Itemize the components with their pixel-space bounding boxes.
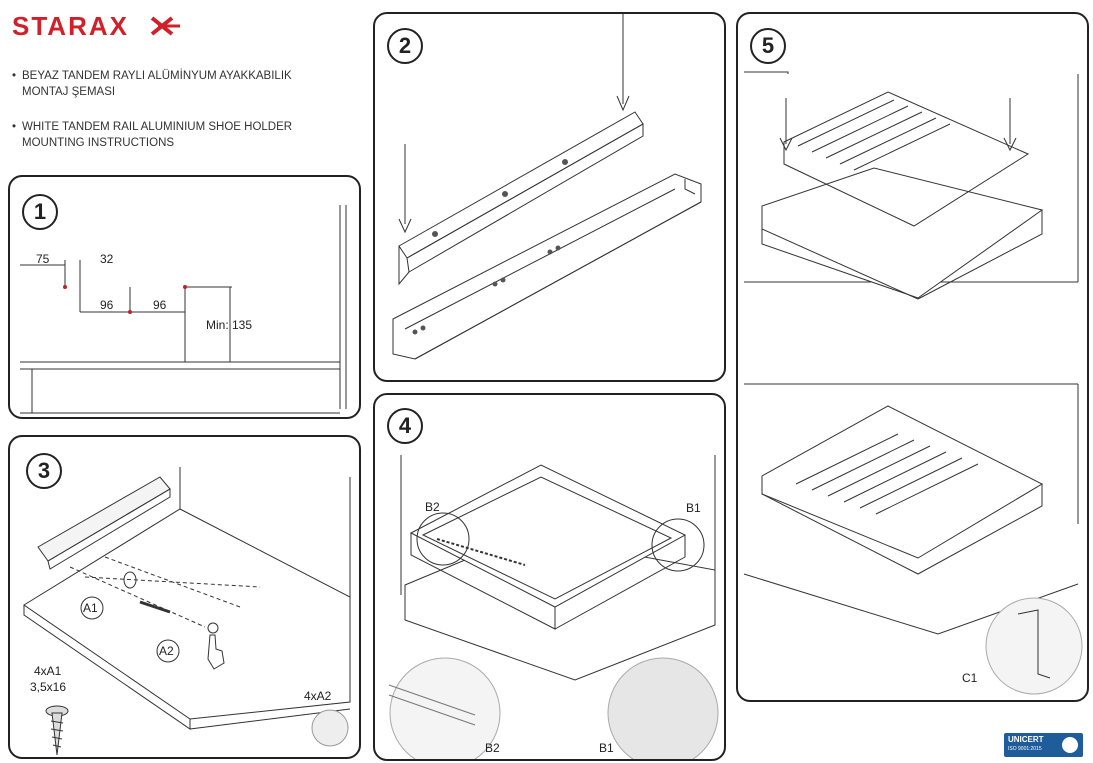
step-number: 5: [750, 28, 786, 64]
b1-highlight-circle: [651, 518, 705, 572]
hole-marker: [183, 285, 187, 289]
rail-screw-drawing: [23, 467, 351, 756]
dim-96-b: 96: [153, 298, 167, 312]
hand-pointer-icon: [207, 634, 225, 670]
step-5-panel: 5 C1: [736, 12, 1089, 702]
hole-marker: [63, 285, 67, 289]
shoe-rack-assembly-drawing: [743, 71, 1083, 695]
note-text-tr: BEYAZ TANDEM RAYLI ALÜMİNYUM AYAKKABILIK…: [22, 70, 292, 98]
callout-a2: A2: [159, 644, 174, 658]
callout-circle: [80, 596, 104, 620]
screw-icon: [45, 705, 69, 756]
dim-96-a: 96: [100, 298, 114, 312]
starax-logo: STARAX: [12, 10, 182, 41]
detail-b1-circle: [607, 657, 719, 759]
cert-name: UNICERT: [1008, 735, 1044, 744]
step-1-panel: 1 75 32 96 96 Min: 135: [8, 175, 361, 419]
note-text-en: WHITE TANDEM RAIL ALUMINIUM SHOE HOLDER …: [22, 121, 293, 149]
step-number: 4: [387, 408, 423, 444]
step-number: 2: [387, 28, 423, 64]
cert-seal-icon: [1060, 735, 1080, 755]
cert-standard: ISO 9001:2015: [1008, 746, 1042, 752]
rail-assembly-drawing: [392, 14, 702, 360]
dim-32: 32: [100, 252, 114, 266]
part-a2-qty: 4xA2: [304, 689, 332, 703]
detail-b2-circle: [389, 657, 501, 759]
label-b2: B2: [425, 500, 440, 514]
cabinet-dimension-drawing: [20, 205, 347, 414]
instruction-notes: •BEYAZ TANDEM RAYLI ALÜMİNYUM AYAKKABILI…: [12, 68, 342, 170]
step-4-panel: 4 B2 B1 B2 B1: [373, 393, 726, 761]
label-c1: C1: [962, 671, 978, 685]
step-3-panel: 3 A1 A2 4xA1 3,5x16: [8, 435, 361, 759]
detail-label-b1: B1: [599, 741, 614, 755]
b2-highlight-circle: [416, 512, 470, 566]
drawer-frame-drawing: [388, 455, 719, 759]
part-a1-qty: 4xA1: [34, 664, 62, 678]
note-tr: •BEYAZ TANDEM RAYLI ALÜMİNYUM AYAKKABILI…: [12, 70, 292, 98]
part-a1-size: 3,5x16: [30, 680, 67, 694]
detail-c1-circle: [985, 597, 1083, 695]
label-b1: B1: [686, 501, 701, 515]
cap-icon: [311, 709, 349, 747]
hole-marker: [128, 310, 132, 314]
callout-a1: A1: [83, 601, 98, 615]
dim-min-135: Min: 135: [206, 318, 253, 332]
logo-text: STARAX: [12, 11, 129, 40]
detail-label-b2: B2: [485, 741, 500, 755]
step-number: 1: [22, 194, 58, 230]
unicert-badge: UNICERT ISO 9001:2015: [1004, 733, 1083, 757]
step-2-panel: 2: [373, 12, 726, 382]
callout-circle: [156, 639, 180, 663]
dim-75: 75: [36, 252, 50, 266]
note-en: •WHITE TANDEM RAIL ALUMINIUM SHOE HOLDER…: [12, 121, 293, 149]
step-number: 3: [26, 453, 62, 489]
